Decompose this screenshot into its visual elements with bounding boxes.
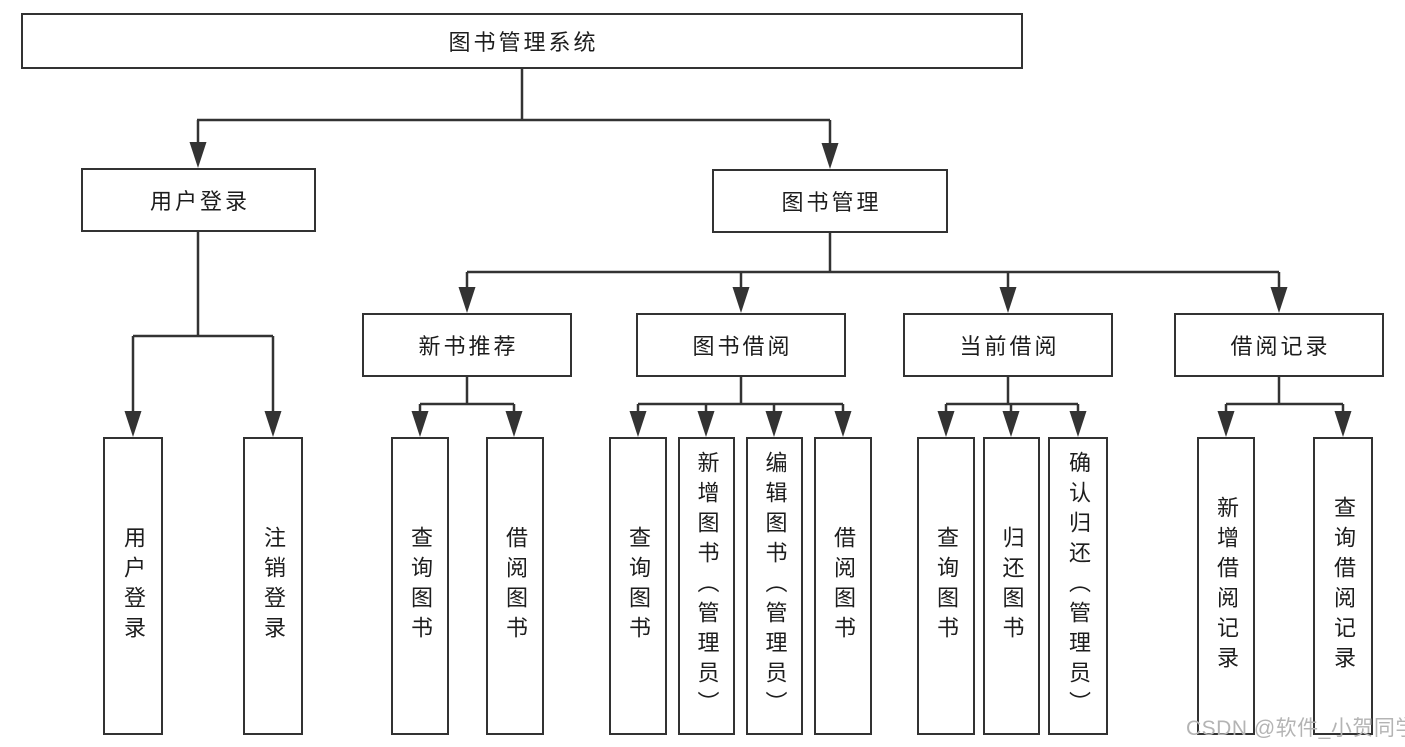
leaf-borrow-add-books-admin: 新增图书（管理员） bbox=[678, 437, 735, 735]
node-user-login: 用户登录 bbox=[81, 168, 316, 232]
leaf-current-query-books: 查询图书 bbox=[917, 437, 975, 735]
leaf-borrow-edit-books-admin: 编辑图书（管理员） bbox=[746, 437, 803, 735]
leaf-newbook-borrow-books: 借阅图书 bbox=[486, 437, 544, 735]
node-borrow-records: 借阅记录 bbox=[1174, 313, 1384, 377]
csdn-watermark: CSDN @软件_小贺同学 bbox=[1186, 717, 1405, 740]
leaf-current-confirm-return-admin: 确认归还（管理员） bbox=[1048, 437, 1108, 735]
leaf-logout: 注销登录 bbox=[243, 437, 303, 735]
node-library-management-system: 图书管理系统 bbox=[21, 13, 1023, 69]
node-book-borrow: 图书借阅 bbox=[636, 313, 846, 377]
leaf-records-query-borrow-record: 查询借阅记录 bbox=[1313, 437, 1373, 735]
leaf-borrow-borrow-books: 借阅图书 bbox=[814, 437, 872, 735]
node-book-management: 图书管理 bbox=[712, 169, 948, 233]
leaf-current-return-books: 归还图书 bbox=[983, 437, 1040, 735]
node-current-borrow: 当前借阅 bbox=[903, 313, 1113, 377]
leaf-borrow-query-books: 查询图书 bbox=[609, 437, 667, 735]
leaf-records-add-borrow-record: 新增借阅记录 bbox=[1197, 437, 1255, 735]
leaf-user-login: 用户登录 bbox=[103, 437, 163, 735]
node-new-book-recommend: 新书推荐 bbox=[362, 313, 572, 377]
leaf-newbook-query-books: 查询图书 bbox=[391, 437, 449, 735]
